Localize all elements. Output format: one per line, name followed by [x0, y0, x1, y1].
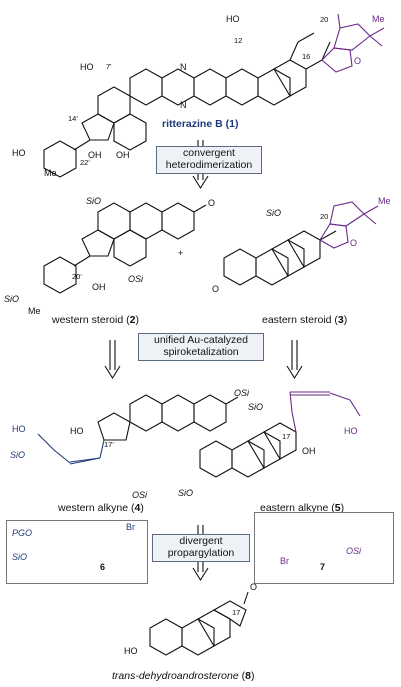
- compound-1-number: 1: [229, 118, 235, 130]
- bromide-label-f6: Br: [126, 522, 135, 532]
- locant-20p: 20': [72, 272, 82, 281]
- step-2-line-2: spiroketalization: [163, 346, 239, 358]
- hydroxyl-label-2: OH: [116, 150, 130, 160]
- methyl-label-c3: Me: [378, 196, 391, 206]
- compound-4-name: western alkyne: [58, 502, 129, 514]
- methyl-label-2: Me: [44, 168, 57, 178]
- oxygen-label: O: [354, 56, 362, 66]
- compound-5-side-chain: [289, 391, 361, 433]
- oxygen-label-c3: O: [350, 238, 358, 248]
- compound-5-structure: [199, 422, 297, 478]
- methyl-label-c2: Me: [28, 306, 41, 316]
- ketone-oxygen-label: O: [208, 198, 216, 208]
- locant-17-c8: 17: [232, 608, 241, 617]
- compound-2-structure: [43, 202, 207, 294]
- fragment-6-panel: [6, 520, 148, 584]
- compound-2-number: 2: [129, 314, 136, 326]
- silyl-ether-label-c4: OSi: [234, 388, 250, 398]
- compound-4-structure: [97, 394, 239, 441]
- compound-8-label: trans-dehydroandrosterone (8): [112, 670, 255, 682]
- locant-17p: 17': [104, 440, 114, 449]
- methyl-label: Me: [372, 14, 385, 24]
- compound-8-number: 8: [245, 670, 251, 682]
- hydroxyl-label-12: HO: [226, 14, 240, 24]
- silyl-ether-label-c4-chain: SiO: [10, 450, 26, 460]
- hydroxyl-label-c8: HO: [124, 646, 138, 656]
- ketone-oxygen-c8: O: [250, 582, 258, 592]
- locant-17: 17: [282, 432, 291, 441]
- hydroxyl-label-c2: OH: [92, 282, 106, 292]
- compound-5-label: eastern alkyne (5): [260, 502, 345, 514]
- hydroxyl-label-4: HO: [12, 148, 26, 158]
- nitrogen-label-1: N: [180, 62, 187, 72]
- compound-1-spiroketal: [321, 13, 385, 73]
- compound-3-number: 3: [337, 314, 344, 326]
- arrow-2: [104, 340, 303, 380]
- silyl-ether-label-c4b: OSi: [132, 490, 148, 500]
- silyl-ether-label-2: OSi: [128, 274, 144, 284]
- locant-16: 16: [302, 52, 311, 61]
- silyl-ether-label-c5b: SiO: [178, 488, 194, 498]
- compound-4-side-chain: [37, 433, 105, 465]
- hydroxyl-label-c4-chain: HO: [12, 424, 26, 434]
- compound-5-name: eastern alkyne: [260, 502, 329, 514]
- silyl-ether-label-c3: SiO: [266, 208, 282, 218]
- compound-1-label: ritterazine B (1): [162, 118, 239, 130]
- compound-2-name: western steroid: [52, 314, 124, 326]
- bromide-label-f7: Br: [280, 556, 289, 566]
- fragment-6-number: 6: [100, 562, 106, 572]
- nitrogen-label-2: N: [180, 100, 187, 110]
- compound-3-label: eastern steroid (3): [262, 314, 348, 326]
- compound-5-number: 5: [334, 502, 341, 514]
- protected-alcohol-label: PGO: [12, 528, 33, 538]
- locant-20: 20: [320, 15, 329, 24]
- compound-8-structure: [149, 591, 249, 656]
- locant-12: 12: [234, 36, 243, 45]
- fragment-7-panel: [254, 512, 394, 584]
- hydroxyl-label-3: OH: [88, 150, 102, 160]
- step-box-spiroketalization: unified Au-catalyzed spiroketalization: [138, 333, 264, 361]
- compound-2-label: western steroid (2): [52, 314, 139, 326]
- compound-4-number: 4: [134, 502, 141, 514]
- fragment-7-number: 7: [320, 562, 326, 572]
- locant-14p: 14': [68, 114, 78, 123]
- hydroxyl-label-7: HO: [80, 62, 94, 72]
- step-3-line-2: propargylation: [167, 547, 235, 559]
- hydroxyl-label-c4: HO: [70, 426, 84, 436]
- compound-1-name: ritterazine B: [162, 118, 223, 130]
- step-3-line-1: divergent: [179, 535, 223, 547]
- silyl-ether-label-f6: SiO: [12, 552, 28, 562]
- compound-3-structure: [223, 230, 337, 286]
- compound-4-label: western alkyne (4): [58, 502, 144, 514]
- step-1-line-1: convergent: [183, 147, 235, 159]
- hydroxyl-label-c5-chain: HO: [344, 426, 358, 436]
- ketone-oxygen-c3: O: [212, 284, 220, 294]
- step-box-heterodimerization: convergent heterodimerization: [156, 146, 262, 174]
- compound-8-name: trans-dehydroandrosterone: [112, 670, 239, 682]
- step-1-line-2: heterodimerization: [165, 159, 253, 171]
- silyl-ether-label-f7: OSi: [346, 546, 362, 556]
- step-box-propargylation: divergent propargylation: [152, 534, 250, 562]
- step-2-line-1: unified Au-catalyzed: [154, 334, 248, 346]
- silyl-ether-label: SiO: [86, 196, 102, 206]
- silyl-ether-label-c5: SiO: [248, 402, 264, 412]
- plus-sign: +: [178, 248, 184, 258]
- compound-3-spiroketal: [319, 201, 379, 249]
- locant-20-c3: 20: [320, 212, 329, 221]
- compound-1-structure: [43, 32, 331, 178]
- locant-22p: 22': [80, 158, 90, 167]
- compound-3-name: eastern steroid: [262, 314, 332, 326]
- silyl-ether-label-3: SiO: [4, 294, 20, 304]
- hydroxyl-label-c5: OH: [302, 446, 316, 456]
- locant-7p: 7': [106, 62, 112, 71]
